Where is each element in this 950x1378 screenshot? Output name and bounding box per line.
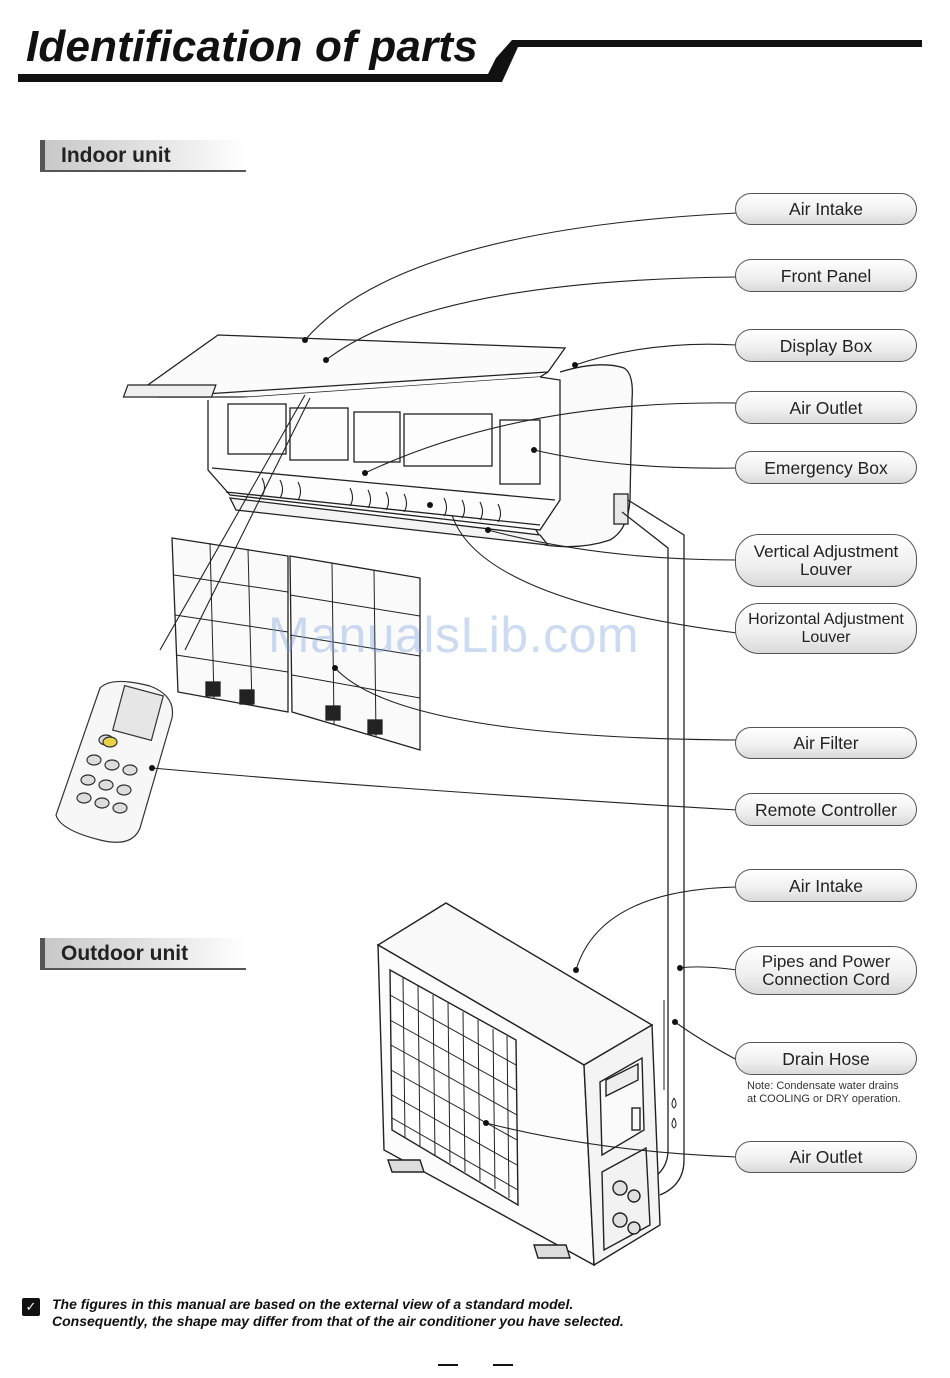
callout-text: Emergency Box (764, 457, 888, 478)
callout-vertical-louver: Vertical Adjustment Louver (735, 534, 917, 587)
section-outdoor-unit: Outdoor unit (40, 938, 246, 970)
callout-text: Air Filter (793, 733, 859, 753)
callout-text: Air Intake (789, 875, 863, 896)
callout-horizontal-louver: Horizontal Adjustment Louver (735, 603, 917, 654)
callout-text: Vertical Adjustment Louver (753, 541, 899, 579)
callout-text: Air Outlet (789, 1147, 863, 1167)
leader-dots (149, 337, 683, 1126)
note-line-2: at COOLING or DRY operation. (747, 1093, 901, 1105)
callout-indoor-air-outlet: Air Outlet (735, 391, 917, 424)
air-filter-drawing (171, 537, 421, 751)
watermark: ManualsLib.com (268, 607, 640, 663)
callout-indoor-air-intake: Air Intake (735, 193, 917, 225)
page-marker-left (438, 1364, 458, 1366)
callout-text: Pipes and Power Connection Cord (761, 951, 891, 989)
callout-outdoor-air-intake: Air Intake (735, 869, 917, 902)
callout-front-panel: Front Panel (735, 259, 917, 292)
outdoor-unit-drawing (376, 902, 661, 1267)
page-marker-right (493, 1364, 513, 1366)
callout-text: Drain Hose (782, 1048, 870, 1069)
callout-emergency-box: Emergency Box (735, 451, 917, 484)
section-indoor-label: Indoor unit (61, 144, 171, 167)
callout-pipes-cord: Pipes and Power Connection Cord (735, 946, 917, 995)
callout-text: Display Box (779, 335, 873, 356)
callout-outdoor-air-outlet: Air Outlet (735, 1141, 917, 1173)
callout-text: Front Panel (780, 265, 872, 286)
callout-text: Remote Controller (755, 799, 897, 820)
note-line-1: Note: Condensate water drains (747, 1080, 899, 1092)
footer-line-1: The figures in this manual are based on … (52, 1296, 574, 1312)
footer-line-2: Consequently, the shape may differ from … (52, 1313, 624, 1329)
title-bar (18, 40, 922, 82)
page-title: Identification of parts (26, 22, 478, 71)
callout-display-box: Display Box (735, 329, 917, 362)
callout-text: Air Outlet (789, 397, 863, 418)
callout-drain-hose: Drain Hose (735, 1042, 917, 1075)
footer-note: The figures in this manual are based on … (52, 1296, 624, 1330)
indoor-unit-drawing (122, 334, 633, 548)
callout-text: Horizontal Adjustment Louver (748, 610, 904, 646)
remote-controller-drawing (55, 680, 174, 843)
condensate-note: Note: Condensate water drains at COOLING… (747, 1080, 901, 1106)
section-outdoor-label: Outdoor unit (61, 942, 189, 965)
callout-text: Air Intake (789, 199, 863, 219)
pencil-check-icon: ✓ (22, 1298, 40, 1316)
callout-remote-controller: Remote Controller (735, 793, 917, 826)
drip-drawing (671, 1097, 677, 1129)
leader-lines (151, 212, 738, 1158)
callout-air-filter: Air Filter (735, 727, 917, 759)
section-indoor-unit: Indoor unit (40, 140, 246, 172)
